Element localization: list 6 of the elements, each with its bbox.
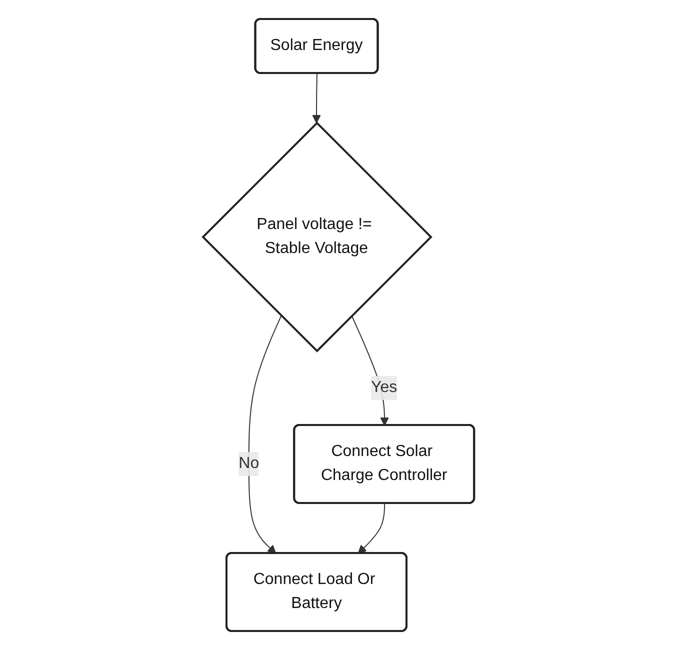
edge-label: Yes	[371, 378, 398, 396]
edge-label: No	[239, 454, 260, 472]
arrow	[248, 314, 282, 554]
arrow	[358, 502, 386, 554]
node-diamond: Panel voltage != Stable Voltage	[202, 121, 433, 352]
arrow	[312, 72, 322, 123]
